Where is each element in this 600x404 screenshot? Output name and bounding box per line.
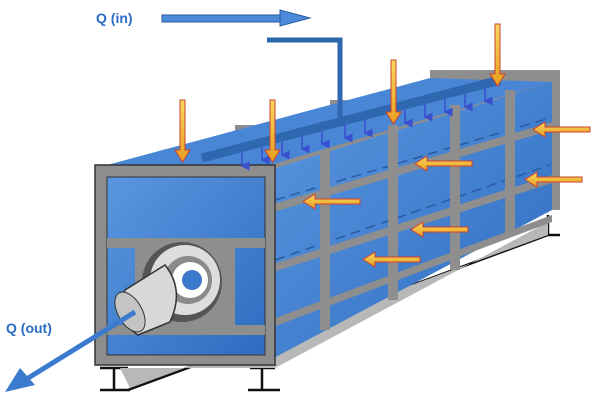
distribution-outflow-arrows	[240, 88, 493, 171]
flow-out-label: Q (out)	[6, 320, 52, 336]
flow-in-label: Q (in)	[96, 10, 133, 26]
flow-out-arrow	[5, 309, 137, 392]
air-inflow-arrows-horizontal	[302, 121, 591, 268]
air-inflow-arrows-vertical	[174, 23, 506, 163]
outlet-nozzle	[114, 264, 178, 336]
distribution-pipe	[200, 75, 502, 163]
flow-in-arrow	[161, 9, 312, 27]
side-bands	[270, 122, 552, 328]
inlet-pipe	[267, 37, 343, 122]
front-crossbar-2	[107, 325, 265, 335]
support-base	[120, 222, 548, 388]
side-posts	[320, 90, 515, 330]
